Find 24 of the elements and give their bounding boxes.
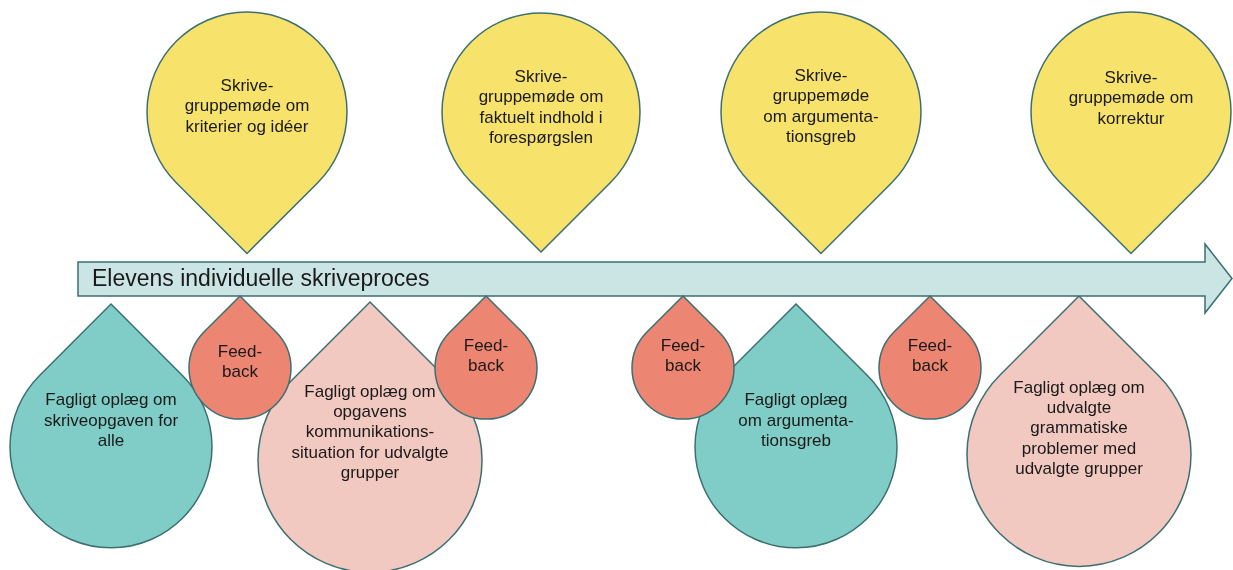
pin-callout [1031, 12, 1231, 254]
callout-text: Feed- back [216, 341, 264, 383]
callout-text: Fagligt oplæg om opgavens kommunikations- situation for udvalgte grupper [290, 381, 450, 484]
callout-text: Fagligt oplæg om argumenta- tionsgreb [737, 390, 855, 452]
callout-text: Fagligt oplæg om udvalgte grammatiske problemer med udvalgte grupper [1012, 377, 1146, 480]
teardrop-callout [10, 304, 212, 548]
teardrop-callout [632, 295, 734, 419]
callout-text: Skrive- gruppemøde om argumenta- tionsgreb [762, 66, 880, 148]
callout-text: Feed- back [659, 335, 707, 377]
teardrop-callout [879, 295, 981, 419]
teardrop-callout [967, 295, 1191, 566]
timeline-label: Elevens individuelle skriveproces [92, 265, 430, 292]
timeline-arrow [78, 244, 1232, 313]
teardrop-callout [189, 295, 291, 419]
callout-text: Feed- back [462, 335, 510, 377]
callout-text: Skrive- gruppemøde om korrektur [1067, 68, 1195, 130]
callout-text: Skrive- gruppemøde om faktuelt indhold i forespørgslen [477, 67, 605, 149]
pin-callout [442, 13, 640, 252]
callout-text: Fagligt oplæg om skriveopgaven for alle [42, 390, 180, 452]
teardrop-callout [435, 295, 537, 419]
callout-text: Skrive- gruppemøde om kriterier og idéer [183, 76, 311, 138]
callout-text: Feed- back [906, 335, 954, 377]
pin-callout [147, 12, 347, 254]
pin-callout [721, 12, 921, 254]
